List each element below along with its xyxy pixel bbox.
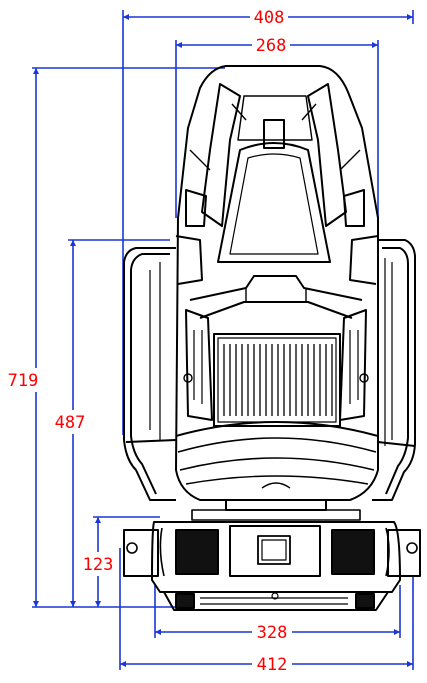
dim-label-top-width: 408: [254, 8, 285, 28]
dim-label-head-width: 268: [256, 36, 287, 56]
dim-label-base-height: 123: [83, 555, 114, 575]
dim-label-bottom-width: 412: [257, 655, 288, 675]
dim-label-total-height: 719: [8, 371, 39, 391]
yoke-neck: [191, 499, 361, 521]
fixture-drawing: [123, 65, 421, 611]
dimension-arrows: [33, 14, 413, 667]
right-yoke-arm: [372, 239, 416, 501]
dim-label-yoke-height: 487: [55, 413, 86, 433]
left-yoke-arm: [123, 247, 177, 501]
heatsink-fins: [223, 344, 333, 416]
dim-label-base-width: 328: [257, 623, 288, 643]
moving-head: [175, 65, 379, 501]
fixture-base: [123, 521, 421, 611]
